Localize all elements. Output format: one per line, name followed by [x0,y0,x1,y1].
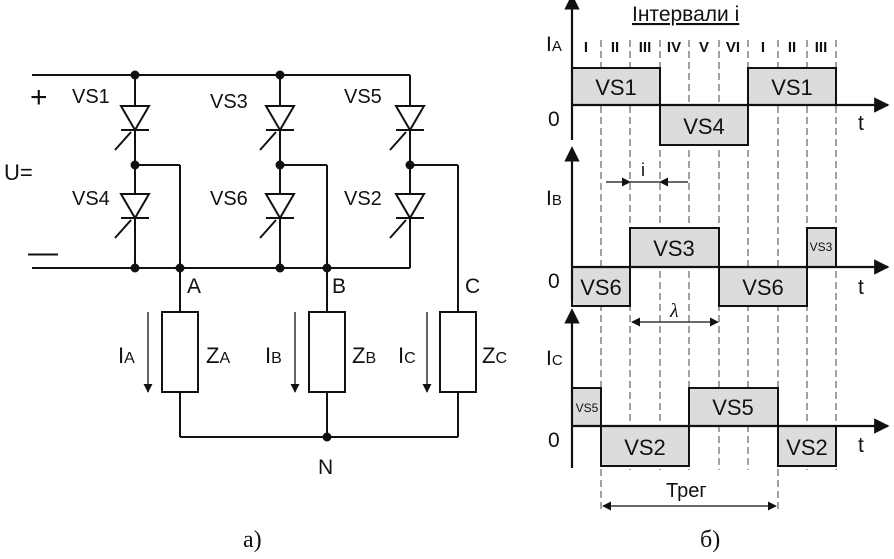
current-b-label: IB [265,343,282,368]
impedance-c-label: ZC [482,343,507,368]
pulse-vs6 [718,266,808,307]
load-zc [439,311,477,393]
vs3-pulse-label: VS3 [653,236,695,261]
vs5-pulse-label: VS5 [576,401,599,415]
ib-axis-label: IB [546,187,562,210]
zero-label: 0 [548,270,560,293]
vs5-pulse-label: VS5 [712,395,754,420]
current-c-label: IC [398,343,416,368]
vs3-label: VS3 [210,91,248,113]
phase-c-label: C [465,275,480,298]
load-zb [308,311,346,393]
interval-label: III [639,39,652,56]
interval-label: II [788,39,796,56]
pulse-vs5 [571,387,602,427]
ia-axis-label: IA [546,33,562,56]
circuit-diagram: + — U= V [4,70,507,553]
vs1-pulse-label: VS1 [595,75,637,100]
thyristor-vs6 [259,185,295,239]
interval-label: VI [726,39,740,56]
vs2-label: VS2 [344,188,382,210]
interval-label: II [611,39,619,56]
caption-a: а) [243,527,262,553]
pulse-vs6 [571,266,631,307]
thyristor-vs2 [389,185,425,239]
pulse-vs4 [659,104,749,146]
intervals-title: Інтервали і [632,3,739,26]
zero-label: 0 [548,108,560,131]
interval-label: III [815,39,828,56]
lambda-label: λ [669,300,679,322]
vs1-pulse-label: VS1 [771,75,813,100]
phase-a-label: A [187,275,201,298]
interval-label: V [699,39,709,56]
current-a-label: IA [118,343,135,368]
thyristor-vs1 [114,97,150,151]
vs3-pulse-label: VS3 [810,240,833,254]
pulse-vs3 [806,227,837,268]
plus-sign: + [30,81,48,114]
vs4-label: VS4 [72,188,110,210]
ic-waveform: IC 0 t VS5 VS5 VS2 VS2 [546,308,890,468]
minus-sign: — [28,236,58,269]
impedance-a-label: ZA [206,343,230,368]
time-axis-label: t [858,112,864,135]
interval-label: I [761,39,765,56]
vs1-label: VS1 [72,86,110,108]
interval-label: I [584,39,588,56]
pulse-vs5 [688,387,779,427]
vs6-label: VS6 [210,188,248,210]
load-za [161,311,199,393]
time-axis-label: t [858,434,864,457]
interval-labels: I II III IV V VI I II III [584,39,827,56]
timing-diagram: Інтервали і I II III IV V VI I II III [546,0,890,553]
vs2-pulse-label: VS2 [624,435,666,460]
impedance-b-label: ZB [352,343,376,368]
pulse-vs3 [629,227,720,268]
pulse-vs2 [777,425,837,467]
thyristor-vs5 [389,97,425,151]
vs6-pulse-label: VS6 [742,275,784,300]
vs6-pulse-label: VS6 [580,275,622,300]
caption-b: б) [700,527,720,553]
zero-label: 0 [548,429,560,452]
interval-marker-label: і [641,160,645,180]
interval-label: IV [667,39,681,56]
neutral-label: N [318,456,333,479]
supply-voltage-label: U= [4,160,33,185]
vs5-label: VS5 [344,86,382,108]
thyristor-vs3 [259,97,295,151]
period-label: Трег [666,480,707,502]
thyristor-vs4 [114,185,150,239]
vs4-pulse-label: VS4 [683,114,725,139]
vs2-pulse-label: VS2 [786,435,828,460]
phase-b-label: B [332,275,346,298]
ia-waveform: IA 0 t VS1 VS4 VS1 [546,0,890,146]
ib-waveform: IB 0 t VS3 VS3 VS6 VS6 [546,146,890,307]
ic-axis-label: IC [546,347,563,370]
time-axis-label: t [858,276,864,299]
